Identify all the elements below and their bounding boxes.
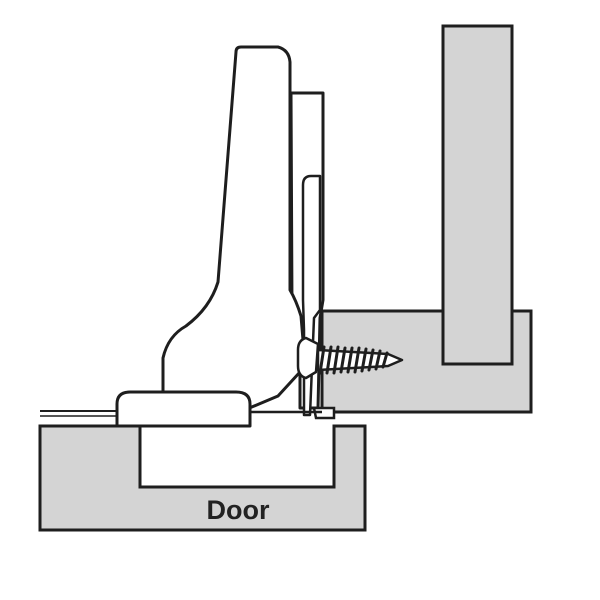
hinge-arm [161,45,306,414]
cabinet-frame [320,309,533,414]
hinge-cup-flange [115,390,252,428]
screw-threads [318,345,389,375]
screw-shank [316,348,404,372]
plate-foot [312,406,336,420]
screw-head [296,336,320,380]
cabinet-side-panel [441,24,514,366]
mounting-screw [296,336,404,380]
cup-recess [138,426,336,489]
door-label: Door [207,495,270,525]
